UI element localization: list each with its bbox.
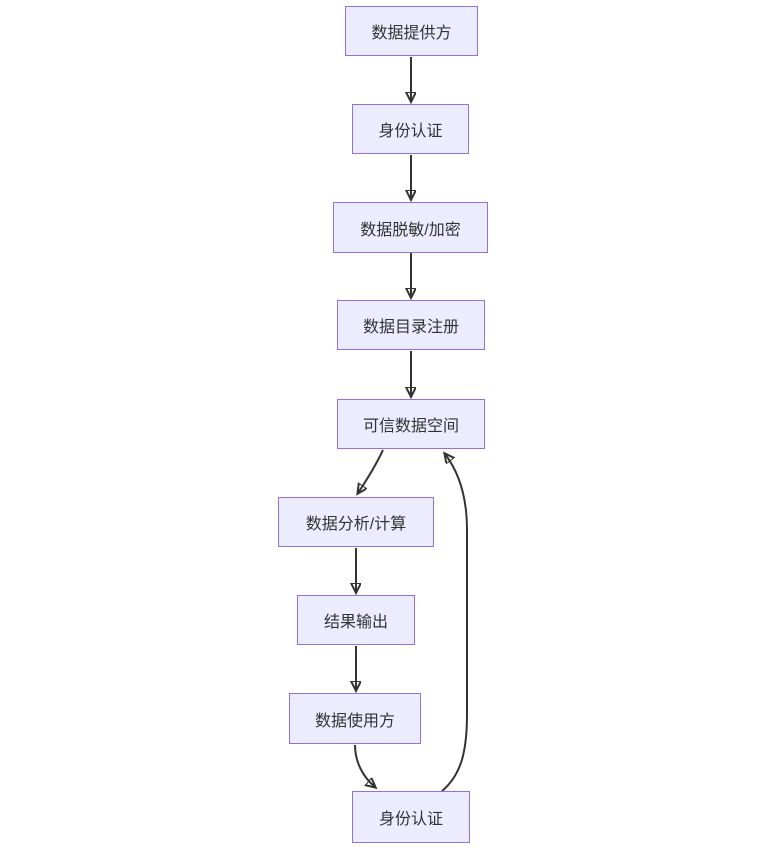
flow-node-analysis: 数据分析/计算 [278,497,434,547]
flow-node-provider-label: 数据提供方 [371,25,452,42]
flow-node-space: 可信数据空间 [337,399,485,449]
flow-node-auth-bottom-label: 身份认证 [378,811,443,828]
edge-auth-bottom-to-space [441,454,468,792]
flow-node-auth-top-label: 身份认证 [378,123,443,140]
flow-node-provider: 数据提供方 [345,6,478,56]
flow-node-masking: 数据脱敏/加密 [333,202,488,253]
edge-user-to-auth-bottom [354,744,375,787]
flow-node-catalog: 数据目录注册 [337,300,485,350]
flow-node-output: 结果输出 [297,595,415,645]
flow-node-auth-top: 身份认证 [352,104,469,154]
flow-node-analysis-label: 数据分析/计算 [305,516,407,533]
flow-node-output-label: 结果输出 [323,614,388,631]
flow-node-masking-label: 数据脱敏/加密 [360,221,461,239]
flow-node-space-label: 可信数据空间 [362,418,459,435]
edge-space-to-analysis [358,449,384,493]
flow-node-user: 数据使用方 [289,693,421,744]
flow-node-catalog-label: 数据目录注册 [362,319,459,336]
flow-node-auth-bottom: 身份认证 [352,791,470,843]
flow-node-user-label: 数据使用方 [314,712,395,730]
